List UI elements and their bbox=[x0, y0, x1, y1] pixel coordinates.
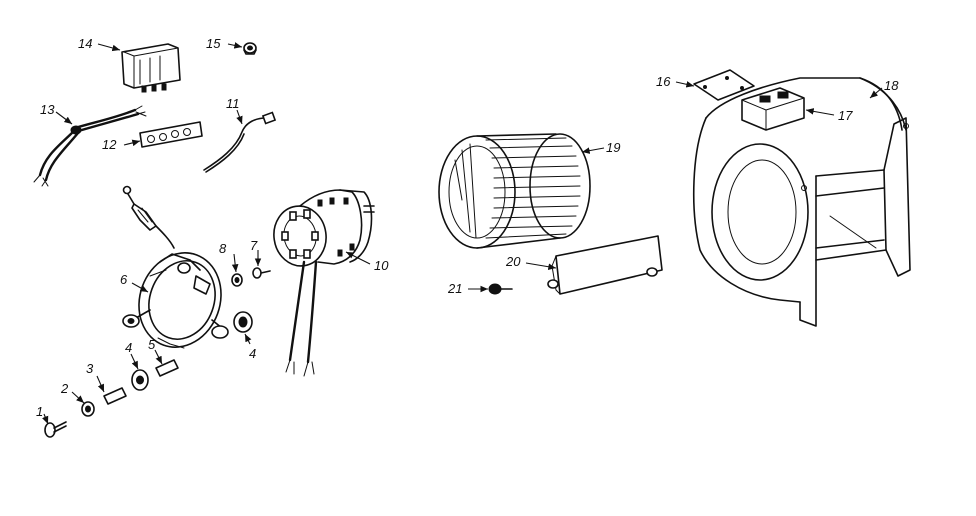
label-20: 20 bbox=[505, 254, 521, 269]
label-18: 18 bbox=[884, 78, 899, 93]
part-13-wire-harness bbox=[33, 105, 147, 187]
part-19-blower-wheel bbox=[438, 133, 591, 249]
part-4-grommet-right bbox=[233, 311, 253, 333]
part-4-grommet-left bbox=[131, 369, 149, 391]
label-12: 12 bbox=[102, 137, 117, 152]
label-21: 21 bbox=[447, 281, 462, 296]
part-3-sleeve bbox=[103, 387, 127, 405]
label-8: 8 bbox=[219, 241, 227, 256]
part-2-washer bbox=[81, 401, 95, 417]
part-8-nut bbox=[231, 273, 243, 287]
part-20-bracket bbox=[547, 235, 663, 295]
label-4-right: 4 bbox=[249, 346, 256, 361]
mount-bolt bbox=[122, 185, 175, 249]
part-16-cover-plate bbox=[693, 69, 755, 101]
part-12-terminal-strip bbox=[139, 121, 203, 148]
label-19: 19 bbox=[606, 140, 620, 155]
part-17-electrical-box bbox=[741, 87, 805, 131]
label-14: 14 bbox=[78, 36, 92, 51]
label-10: 10 bbox=[374, 258, 389, 273]
label-1: 1 bbox=[36, 404, 43, 419]
label-6: 6 bbox=[120, 272, 128, 287]
label-16: 16 bbox=[656, 74, 671, 89]
part-15-nut bbox=[243, 42, 257, 55]
label-15: 15 bbox=[206, 36, 221, 51]
label-4-left: 4 bbox=[125, 340, 132, 355]
leader-lines bbox=[42, 42, 883, 425]
label-5: 5 bbox=[148, 337, 156, 352]
part-10-blower-motor bbox=[273, 189, 375, 377]
part-11-wire-lead bbox=[203, 111, 277, 173]
label-13: 13 bbox=[40, 102, 55, 117]
label-2: 2 bbox=[60, 381, 69, 396]
part-21-bolt bbox=[488, 283, 513, 295]
part-5-spacer bbox=[155, 359, 179, 377]
part-7-screw bbox=[252, 267, 271, 279]
part-14-capacitor bbox=[121, 43, 181, 93]
part-18-blower-housing bbox=[692, 77, 911, 327]
part-labels: 14 15 13 12 11 10 6 7 8 4 1 2 3 4 5 19 2… bbox=[36, 36, 899, 419]
label-3: 3 bbox=[86, 361, 94, 376]
part-1-bolt bbox=[44, 421, 67, 438]
label-7: 7 bbox=[250, 238, 258, 253]
label-17: 17 bbox=[838, 108, 853, 123]
part-6-motor-mount bbox=[122, 252, 229, 349]
label-11: 11 bbox=[226, 96, 240, 111]
